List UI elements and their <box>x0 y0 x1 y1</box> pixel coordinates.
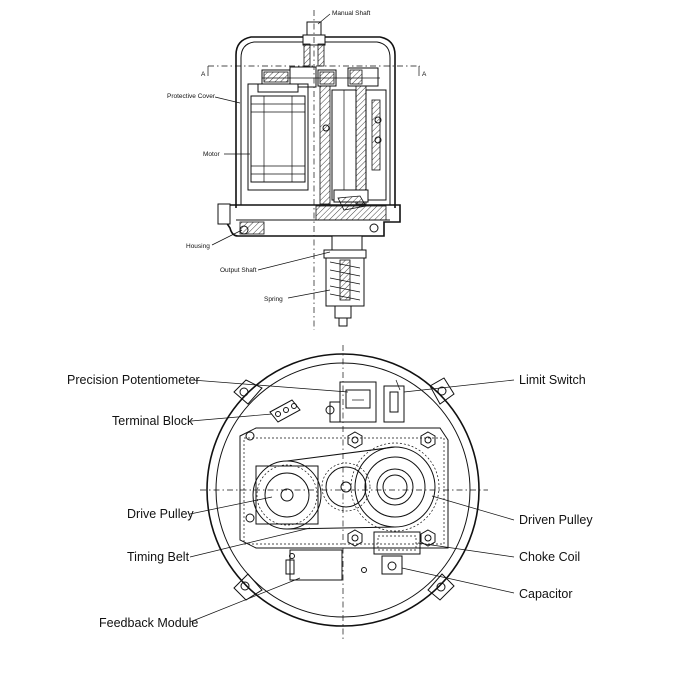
leader-driven-pulley <box>431 495 515 521</box>
feedback-module <box>285 549 367 581</box>
choke-coil <box>373 531 421 555</box>
precision-potentiometer <box>329 381 377 423</box>
drive-pulley <box>252 460 322 530</box>
section-label-right: A <box>422 71 427 78</box>
mounting-plate <box>239 427 449 549</box>
leader-timing-belt <box>189 527 311 558</box>
leader-drive-pulley <box>189 496 273 515</box>
mounting-ears <box>233 377 455 601</box>
label-terminal-block: Terminal Block <box>112 414 194 428</box>
hex-nuts <box>245 405 436 547</box>
leader-terminal-block <box>190 413 273 422</box>
side-section-view: A A <box>167 10 427 330</box>
label-limit-switch: Limit Switch <box>519 373 586 387</box>
leader-output-shaft <box>257 251 331 271</box>
motor <box>247 83 309 191</box>
gear-train <box>261 66 380 88</box>
leader-precision-potentiometer <box>191 379 349 393</box>
outer-housing-circle <box>206 353 480 627</box>
capacitor <box>381 555 403 575</box>
label-capacitor: Capacitor <box>519 587 573 601</box>
label-choke-coil: Choke Coil <box>519 550 580 564</box>
leader-manual-shaft <box>317 13 331 25</box>
label-protective-cover: Protective Cover <box>167 93 216 100</box>
manual-shaft <box>302 10 326 330</box>
leader-limit-switch <box>403 379 515 393</box>
plan-view: Precision Potentiometer Terminal Block D… <box>67 345 593 640</box>
leader-capacitor <box>401 567 515 594</box>
terminal-block <box>269 399 301 423</box>
limit-switch <box>383 379 405 423</box>
leader-housing <box>211 229 243 246</box>
gear-column <box>319 85 387 211</box>
label-housing: Housing <box>186 243 210 250</box>
spring <box>329 259 361 301</box>
section-label-left: A <box>201 71 206 78</box>
leader-spring <box>287 289 331 299</box>
label-driven-pulley: Driven Pulley <box>519 513 593 527</box>
label-precision-potentiometer: Precision Potentiometer <box>67 373 200 387</box>
idler-gear <box>321 462 371 512</box>
label-manual-shaft: Manual Shaft <box>332 10 370 17</box>
label-spring: Spring <box>264 296 283 303</box>
label-drive-pulley: Drive Pulley <box>127 507 194 521</box>
leader-feedback-module <box>189 577 301 623</box>
driven-pulley <box>350 442 440 532</box>
timing-belt <box>286 446 396 530</box>
label-motor: Motor <box>203 151 220 158</box>
leader-protective-cover <box>214 96 241 104</box>
label-timing-belt: Timing Belt <box>127 550 190 564</box>
label-feedback-module: Feedback Module <box>99 616 198 630</box>
housing <box>217 203 401 237</box>
label-output-shaft: Output Shaft <box>220 267 257 274</box>
section-line-a-a: A A <box>201 65 427 78</box>
leader-choke-coil <box>417 542 515 558</box>
